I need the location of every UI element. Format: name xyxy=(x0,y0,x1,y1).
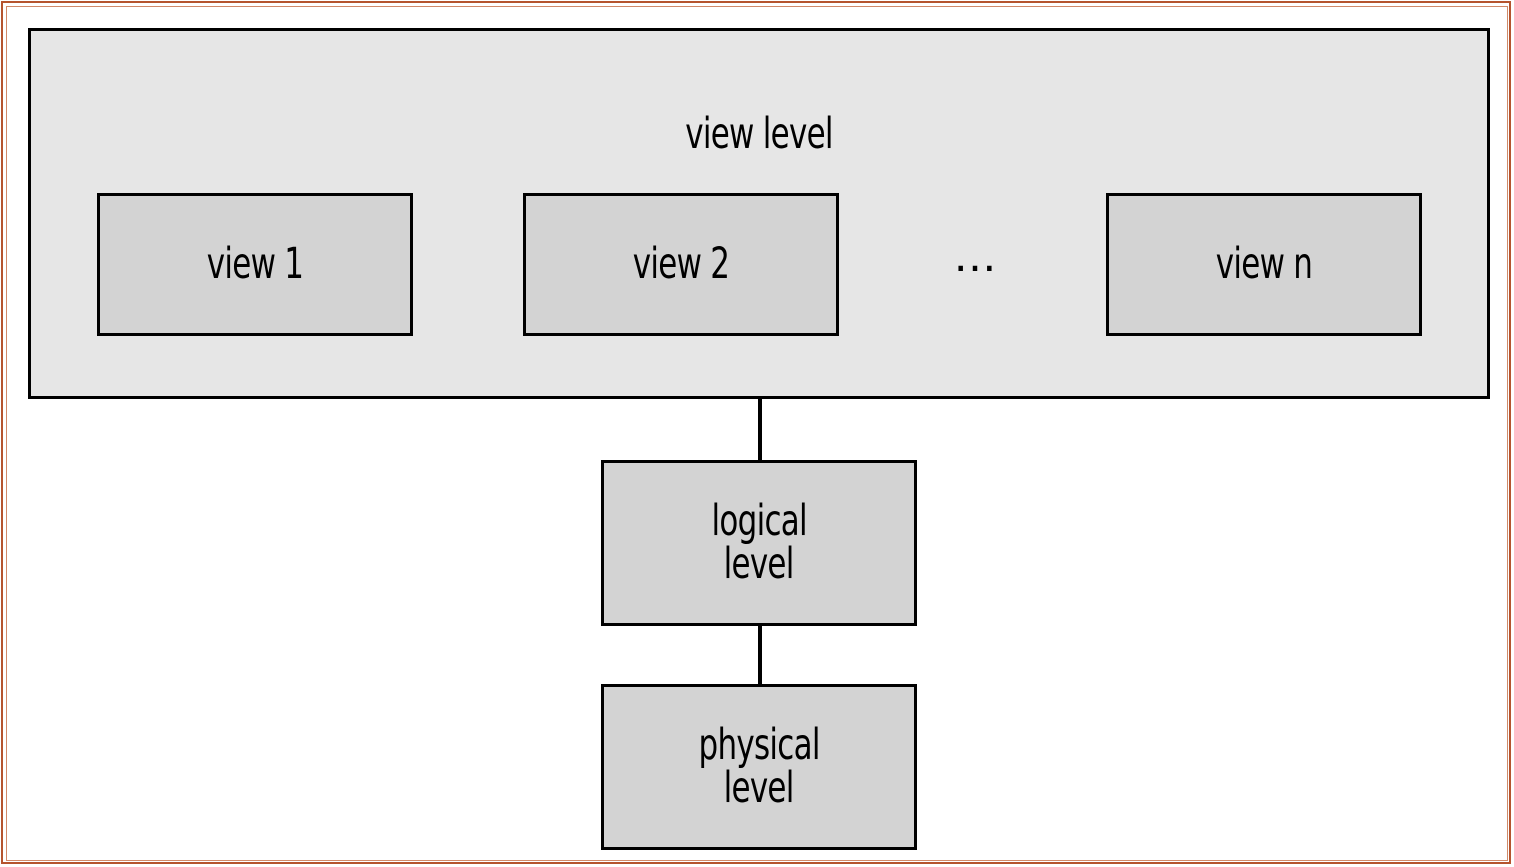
view-to-logical-connector xyxy=(758,398,762,462)
physical-level-line2: level xyxy=(723,763,795,813)
view-n-box: view n xyxy=(1106,193,1422,336)
diagram-inner-frame xyxy=(6,6,1508,861)
view-2-box: view 2 xyxy=(523,193,839,336)
logical-level-box: logical level xyxy=(601,460,917,626)
view-1-label: view 1 xyxy=(206,239,304,289)
logical-level-line2: level xyxy=(723,539,795,589)
view-level-title: view level xyxy=(685,109,833,159)
logical-to-physical-connector xyxy=(758,624,762,687)
physical-level-text: physical level xyxy=(675,724,843,810)
view-1-box: view 1 xyxy=(97,193,413,336)
physical-level-box: physical level xyxy=(601,684,917,850)
views-ellipsis: … xyxy=(953,232,997,282)
view-2-label: view 2 xyxy=(632,239,730,289)
logical-level-text: logical level xyxy=(693,500,825,586)
physical-level-line1: physical xyxy=(698,720,820,770)
logical-level-line1: logical xyxy=(711,496,807,546)
view-n-label: view n xyxy=(1215,239,1313,289)
